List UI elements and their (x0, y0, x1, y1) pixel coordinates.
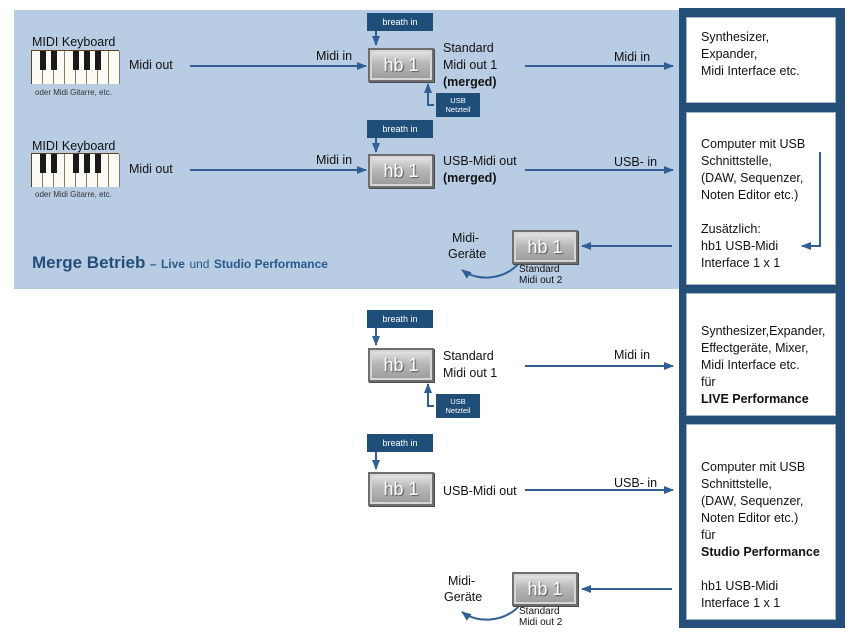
usb-in-label-2: USB- in (614, 155, 658, 169)
usb-in-label-4: USB- in (614, 476, 658, 490)
keyboard-title-1: MIDI Keyboard (32, 35, 116, 49)
arrow-computer-loop (801, 152, 821, 250)
midi-out-label-1: Midi out (129, 58, 173, 72)
keyboard-caption-1: oder Midi Gitarre, etc. (35, 88, 112, 97)
midi-in-label-device-3: Midi in (614, 348, 651, 362)
breath-in-box-4: breath in (367, 434, 433, 452)
arrow-hb-to-midi-geraete-5 (461, 604, 521, 621)
merge-title: Merge Betrieb – Live und Studio Performa… (32, 253, 328, 272)
breath-in-box-2: breath in (367, 120, 433, 138)
hb1-device-1: hb 1 (368, 48, 434, 82)
arrow-usb-to-hb-3 (424, 383, 434, 407)
keyboard-title-2: MIDI Keyboard (32, 139, 116, 153)
keyboard-icon-2 (31, 153, 120, 187)
midi-in-label-1: Midi in (316, 49, 353, 63)
hb1-device-2: hb 1 (368, 154, 434, 188)
hb1-device-4: hb 1 (368, 472, 434, 506)
device-box-computer-merge (686, 112, 836, 285)
arrow-usb-to-hb-1 (424, 83, 434, 106)
midi-out-label-2: Midi out (129, 162, 173, 176)
device-box-computer-studio (686, 424, 836, 620)
keyboard-icon-1 (31, 50, 120, 84)
box-text-synthesizer-live: Synthesizer,Expander,Effectgeräte, Mixer… (701, 324, 826, 406)
hb1-device-out2-5: hb 1 (512, 572, 578, 606)
midi-geraete-label-1: Midi-Geräte (448, 231, 487, 261)
hb1-device-out2-1: hb 1 (512, 230, 578, 264)
keyboard-caption-2: oder Midi Gitarre, etc. (35, 190, 112, 199)
midi-in-label-2: Midi in (316, 153, 353, 167)
breath-in-box-1: breath in (367, 13, 433, 31)
box-text-synthesizer-merge: Synthesizer,Expander,Midi Interface etc. (701, 30, 800, 78)
usb-midi-out-label-4: USB-Midi out (443, 484, 517, 498)
breath-in-box-3: breath in (367, 310, 433, 328)
midi-in-label-device-1: Midi in (614, 50, 651, 64)
hb1-device-3: hb 1 (368, 348, 434, 382)
midi-geraete-label-5: Midi-Geräte (444, 574, 483, 604)
arrow-hb-to-midi-geraete-1 (461, 261, 521, 279)
usb-midi-out-merged-label: USB-Midi out(merged) (443, 154, 517, 185)
device-box-synthesizer-merge (686, 17, 836, 103)
device-box-synthesizer-live (686, 293, 836, 416)
